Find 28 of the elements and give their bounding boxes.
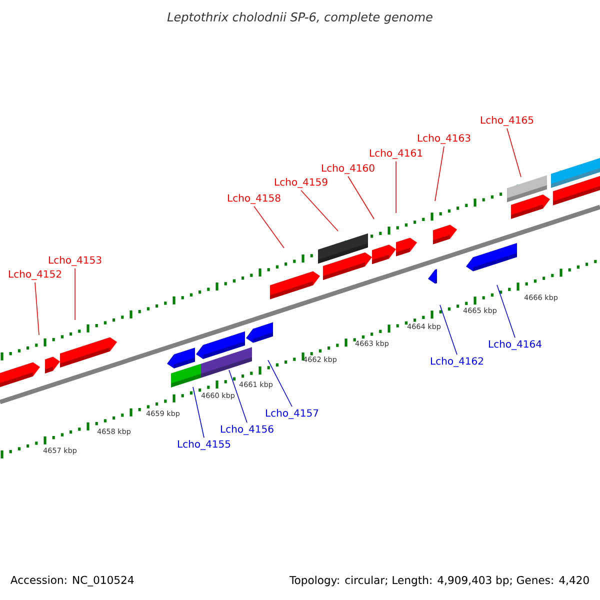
gene-label: Lcho_4153 xyxy=(48,256,102,266)
leader-line xyxy=(506,128,522,178)
gene-label: Lcho_4164 xyxy=(489,340,542,350)
title: Leptothrix cholodnii SP-6, complete genome xyxy=(167,12,432,24)
gene-label: Lcho_4161 xyxy=(370,149,422,159)
leader-line xyxy=(268,360,292,408)
leader-line xyxy=(434,146,444,202)
gene-label: Lcho_4158 xyxy=(228,194,280,204)
leader-line xyxy=(348,176,374,220)
leader-line xyxy=(192,386,204,438)
gene-label: Lcho_4157 xyxy=(266,409,318,419)
leader-line xyxy=(300,190,338,232)
gene-label: Lcho_4159 xyxy=(274,178,328,188)
leader-line xyxy=(34,282,40,336)
gene-label: Lcho_4156 xyxy=(221,425,274,435)
leader-line xyxy=(440,304,458,356)
leader-line xyxy=(228,370,248,424)
footer-text: Topology: circular; Length: 4,909,403 bp; Genes: 4,420 xyxy=(289,576,589,586)
gene-label: Lcho_4165 xyxy=(481,116,534,126)
gene-label: Lcho_4163 xyxy=(418,134,470,144)
footer-text: Accession: NC_010524 xyxy=(10,576,134,586)
leader-line xyxy=(496,284,516,338)
gene-label: Lcho_4152 xyxy=(8,270,61,280)
gene-label: Lcho_4155 xyxy=(178,440,230,450)
leader-line xyxy=(74,268,76,320)
gene-label: Lcho_4160 xyxy=(322,164,374,174)
leader-line xyxy=(254,206,284,248)
gene-label: Lcho_4162 xyxy=(431,357,483,367)
